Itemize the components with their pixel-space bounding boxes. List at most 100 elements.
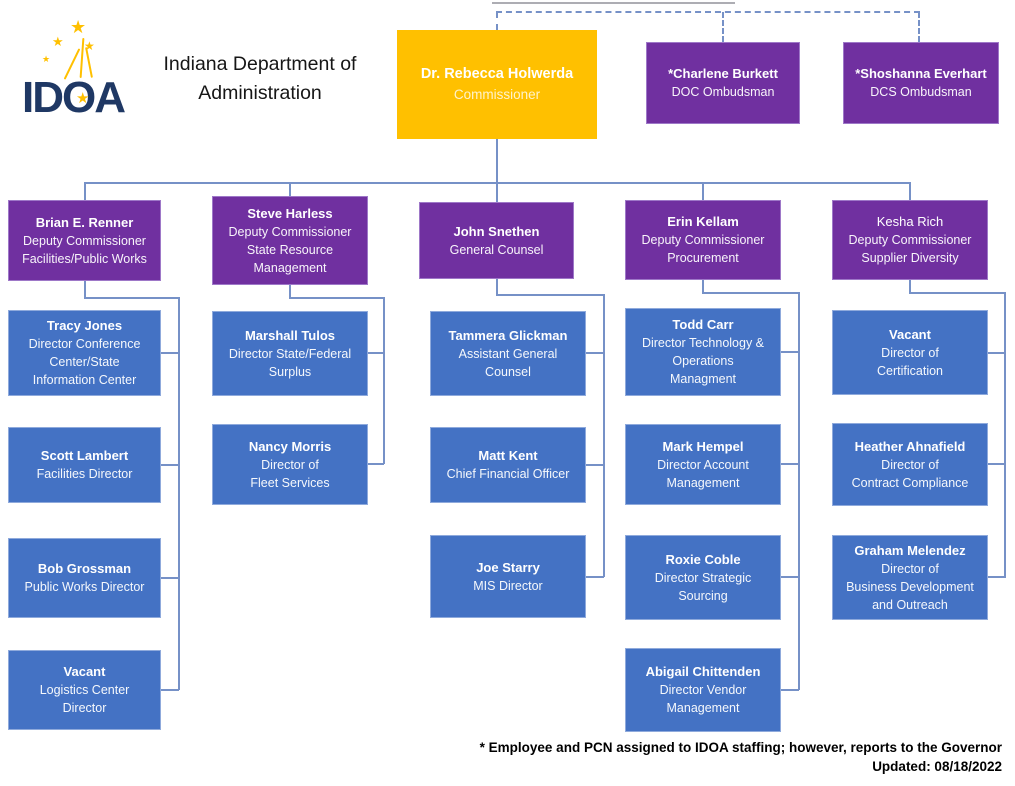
person-name: Mark Hempel (662, 438, 744, 454)
person-title: Director Strategic Sourcing (654, 570, 752, 603)
dashed-connector-line (496, 11, 920, 13)
org-box-commissioner: Dr. Rebecca Holwerda Commissioner (397, 30, 597, 139)
page-title-line1: Indiana Department of (163, 53, 357, 75)
person-name: Steve Harless (247, 205, 333, 221)
connector-line (161, 464, 179, 466)
org-box-abigail-chittenden: Abigail Chittenden Director Vendor Manag… (625, 648, 781, 732)
page-title: Indiana Department of Administration (140, 50, 380, 108)
org-box-john-snethen: John Snethen General Counsel (419, 202, 574, 279)
org-box-marshall-tulos: Marshall Tulos Director State/Federal Su… (212, 311, 368, 396)
connector-line (586, 576, 604, 578)
person-title: DCS Ombudsman (870, 85, 972, 99)
org-box-bob-grossman: Bob Grossman Public Works Director (8, 538, 161, 618)
page-title-line2: Administration (198, 82, 322, 104)
org-box-kesha-rich: Kesha Rich Deputy Commissioner Supplier … (832, 200, 988, 280)
org-box-steve-harless: Steve Harless Deputy Commissioner State … (212, 196, 368, 285)
dashed-connector-line (918, 12, 920, 42)
person-title: Director of Certification (877, 345, 943, 378)
person-name: Bob Grossman (37, 561, 132, 576)
connector-line (368, 352, 384, 354)
person-name: Abigail Chittenden (645, 664, 761, 679)
person-title: Director Account Management (657, 457, 749, 490)
connector-line (496, 139, 498, 183)
dashed-connector-line (722, 12, 724, 42)
connector-line (586, 464, 604, 466)
person-title: Logistics Center Director (39, 683, 130, 715)
connector-line (781, 689, 799, 691)
connector-line (702, 280, 704, 293)
connector-line (289, 285, 291, 298)
person-name: Heather Ahnafield (854, 438, 966, 454)
person-name: *Shoshanna Everhart (855, 66, 987, 81)
person-name: Erin Kellam (667, 214, 739, 229)
org-box-vacant-certification: Vacant Director of Certification (832, 310, 988, 395)
org-box-erin-kellam: Erin Kellam Deputy Commissioner Procurem… (625, 200, 781, 280)
person-name: Kesha Rich (876, 214, 944, 229)
person-name: Brian E. Renner (35, 214, 134, 230)
connector-line (383, 297, 385, 464)
person-name: Vacant (63, 664, 106, 679)
person-name: Todd Carr (672, 317, 734, 332)
connector-line (702, 292, 799, 294)
person-name: Scott Lambert (40, 448, 129, 463)
person-name: Vacant (889, 326, 931, 342)
person-title: MIS Director (473, 578, 543, 593)
person-title: Director of Business Development and Out… (846, 561, 974, 612)
star-icon: ★ (42, 54, 51, 64)
org-box-nancy-morris: Nancy Morris Director of Fleet Services (212, 424, 368, 505)
org-box-heather-ahnafield: Heather Ahnafield Director of Contract C… (832, 423, 988, 506)
dashed-connector-line (496, 12, 498, 30)
star-icon: ★ (52, 34, 64, 49)
connector-line (289, 182, 291, 196)
person-name: Joe Starry (476, 559, 540, 575)
org-box-joe-starry: Joe Starry MIS Director (430, 535, 586, 618)
connector-line (781, 463, 799, 465)
connector-line (988, 463, 1005, 465)
connector-line (909, 292, 1005, 294)
connector-line (496, 182, 498, 202)
org-box-todd-carr: Todd Carr Director Technology & Operatio… (625, 308, 781, 396)
person-name: Nancy Morris (248, 438, 332, 454)
org-box-vacant-logistics: Vacant Logistics Center Director (8, 650, 161, 730)
connector-line (781, 351, 799, 353)
connector-line (798, 292, 800, 690)
star-icon: ★ (70, 17, 87, 37)
person-title: General Counsel (449, 242, 544, 257)
person-title: Public Works Director (24, 580, 145, 594)
footer: * Employee and PCN assigned to IDOA staf… (400, 738, 1002, 776)
person-name: John Snethen (453, 223, 540, 239)
idoa-logo: ★ ★ ★ ★ IDOA ★ (22, 14, 146, 122)
person-title: Deputy Commissioner Procurement (641, 233, 765, 265)
updated-date: Updated: 08/18/2022 (872, 759, 1002, 774)
person-title: Director Technology & Operations Managme… (641, 336, 765, 386)
connector-line (368, 463, 384, 465)
logo-text: IDOA (22, 73, 126, 122)
connector-line (496, 294, 604, 296)
connector-line (1004, 292, 1006, 578)
person-title: Director of Fleet Services (250, 457, 330, 490)
connector-line (84, 297, 179, 299)
person-title: Assistant General Counsel (458, 346, 558, 379)
connector-line (988, 352, 1005, 354)
connector-line (84, 281, 86, 298)
person-title: Deputy Commissioner Facilities/Public Wo… (22, 233, 147, 266)
connector-line (496, 279, 498, 295)
star-icon: ★ (76, 90, 90, 107)
person-name: Dr. Rebecca Holwerda (420, 66, 574, 82)
org-box-brian-renner: Brian E. Renner Deputy Commissioner Faci… (8, 200, 161, 281)
person-name: Roxie Coble (665, 551, 741, 567)
connector-line (909, 182, 911, 200)
org-box-tammera-glickman: Tammera Glickman Assistant General Couns… (430, 311, 586, 396)
footnote: * Employee and PCN assigned to IDOA staf… (479, 740, 1002, 755)
org-box-mark-hempel: Mark Hempel Director Account Management (625, 424, 781, 505)
person-name: Tammera Glickman (448, 327, 568, 343)
person-title: DOC Ombudsman (671, 85, 775, 99)
org-box-scott-lambert: Scott Lambert Facilities Director (8, 427, 161, 503)
connector-line (988, 576, 1005, 578)
connector-line (161, 689, 179, 691)
connector-line (161, 352, 179, 354)
person-title: Director Vendor Management (659, 683, 747, 715)
person-name: Graham Melendez (854, 542, 966, 558)
star-icon: ★ (84, 39, 95, 53)
